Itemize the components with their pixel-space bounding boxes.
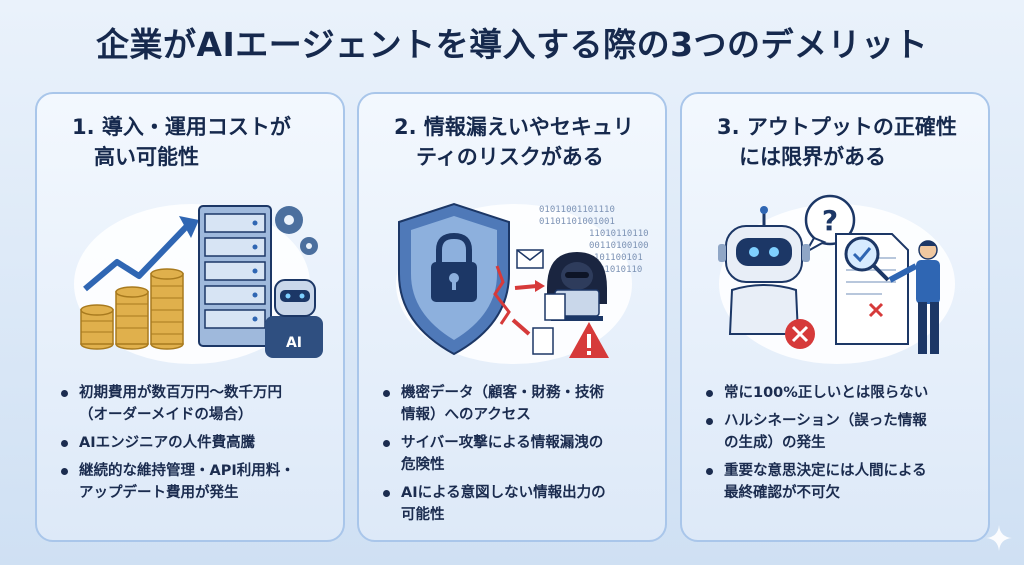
document-icon (532, 293, 566, 355)
list-item: AIによる意図しない情報出力の可能性 (381, 482, 656, 526)
list-item: 初期費用が数百万円〜数千万円（オーダーメイドの場合） (59, 382, 334, 426)
svg-text:01010110: 01010110 (599, 265, 642, 275)
server-rack-icon (198, 205, 272, 347)
card-title: 3. アウトプットの正確性 には限界がある (717, 112, 977, 172)
hacker-icon (547, 252, 607, 321)
bullet-list: 初期費用が数百万円〜数千万円（オーダーメイドの場合） AIエンジニアの人件費高騰… (59, 382, 334, 510)
card-cost: 1. 導入・運用コストが 高い可能性 (35, 92, 345, 542)
page-title: 企業がAIエージェントを導入する際の3つのデメリット (95, 25, 929, 64)
list-item: サイバー攻撃による情報漏洩の危険性 (381, 432, 656, 476)
gear-icon (275, 206, 318, 255)
card-title-line1: 3. アウトプットの正確性 (717, 115, 957, 139)
card-title: 1. 導入・運用コストが 高い可能性 (72, 112, 332, 172)
card-security: 2. 情報漏えいやセキュリ ティのリスクがある 01011001101110 0… (357, 92, 667, 542)
trend-arrow-icon (83, 223, 190, 292)
sparkle-icon (986, 525, 1012, 551)
ai-robot-icon: AI (265, 279, 323, 358)
svg-text:01011001101110: 01011001101110 (539, 205, 615, 215)
card-title-line2: には限界がある (739, 145, 886, 169)
warning-icon (569, 322, 609, 358)
card-title: 2. 情報漏えいやセキュリ ティのリスクがある (394, 112, 654, 172)
accuracy-illustration: ? (718, 194, 955, 364)
leak-arrow-icon (514, 284, 538, 290)
robot-ai-label: AI (286, 335, 302, 351)
card-title-line1: 2. 情報漏えいやセキュリ (394, 115, 634, 139)
list-item: ハルシネーション（誤った情報の生成）の発生 (704, 410, 979, 454)
cost-illustration: AI (74, 204, 323, 364)
svg-text:?: ? (822, 204, 838, 237)
magnifier-icon (844, 236, 890, 282)
card-title-line2: ティのリスクがある (416, 145, 604, 169)
list-item: 機密データ（顧客・財務・技術情報）へのアクセス (381, 382, 656, 426)
crack-icon (493, 265, 511, 325)
list-item: 常に100%正しいとは限らない (704, 382, 979, 404)
card-title-line2: 高い可能性 (94, 145, 199, 169)
question-bubble-icon: ? (803, 194, 856, 255)
svg-text:101100101: 101100101 (594, 253, 643, 263)
svg-text:01101101001001: 01101101001001 (539, 217, 615, 227)
envelope-icon (516, 249, 544, 269)
card-accuracy: 3. アウトプットの正確性 には限界がある ? (680, 92, 990, 542)
security-illustration: 01011001101110 01101101001001 1101011011… (396, 202, 649, 364)
svg-text:00110100100: 00110100100 (589, 241, 649, 251)
bullet-list: 機密データ（顧客・財務・技術情報）へのアクセス サイバー攻撃による情報漏洩の危険… (381, 382, 656, 532)
card-title-line1: 1. 導入・運用コストが (72, 115, 291, 139)
robot-icon (718, 206, 810, 335)
list-item: 重要な意思決定には人間による最終確認が不可欠 (704, 460, 979, 504)
padlock-icon (431, 232, 477, 302)
binary-code-text: 01011001101110 01101101001001 1101011011… (539, 205, 649, 275)
list-item: AIエンジニアの人件費高騰 (59, 432, 334, 454)
person-icon (888, 240, 940, 354)
svg-text:110101101100: 110101101100 (589, 229, 649, 239)
list-item: 継続的な維持管理・API利用料・アップデート費用が発生 (59, 460, 334, 504)
error-x-icon (785, 319, 815, 349)
coin-stack-icon (80, 268, 184, 350)
bullet-list: 常に100%正しいとは限らない ハルシネーション（誤った情報の生成）の発生 重要… (704, 382, 979, 510)
